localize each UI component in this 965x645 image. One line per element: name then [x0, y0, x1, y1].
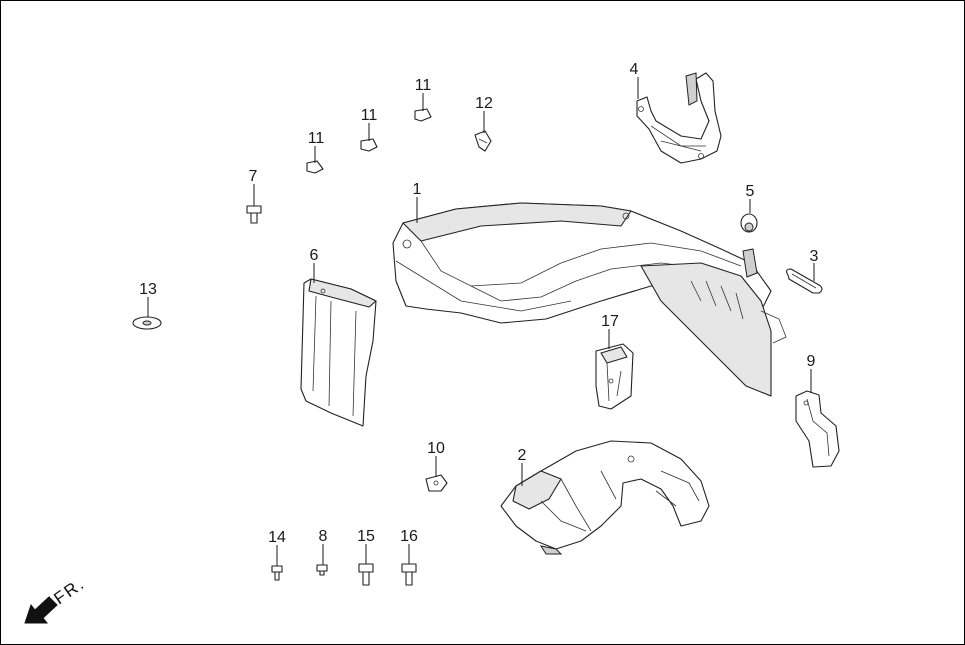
part-6-panel-plate[interactable] [300, 278, 377, 427]
part-9-bracket-piece[interactable] [795, 390, 840, 468]
callout-6: 6 [310, 247, 319, 264]
part-16-bolt[interactable] [401, 563, 417, 586]
part-2-rear-fender[interactable] [500, 440, 710, 555]
callout-7: 7 [249, 168, 258, 185]
callout-2: 2 [518, 447, 527, 464]
callout-8: 8 [319, 528, 328, 545]
part-8-bolt[interactable] [316, 564, 328, 576]
callout-11-a: 11 [308, 130, 325, 147]
callout-11-b: 11 [361, 107, 378, 124]
callout-12: 12 [475, 95, 493, 112]
callout-11-c: 11 [415, 77, 432, 94]
callout-10: 10 [427, 440, 445, 457]
callout-13: 13 [139, 281, 157, 298]
front-direction-label: FR. [50, 574, 88, 609]
callout-17: 17 [601, 313, 619, 330]
part-5-grommet[interactable] [740, 213, 758, 233]
part-17-bracket-block[interactable] [595, 343, 634, 410]
callout-3: 3 [810, 248, 819, 265]
callout-5: 5 [746, 183, 755, 200]
part-14-bolt[interactable] [271, 565, 283, 581]
callout-16: 16 [400, 528, 418, 545]
callout-1: 1 [413, 181, 422, 198]
front-arrow-icon [24, 596, 58, 624]
part-11-clip-b[interactable] [360, 138, 378, 152]
callout-4: 4 [630, 61, 639, 78]
front-direction-indicator: FR. [24, 574, 89, 624]
part-11-clip-c[interactable] [414, 108, 432, 122]
part-1-inner-body-panel[interactable] [392, 202, 787, 397]
part-3-rubber-band[interactable] [786, 268, 823, 294]
part-7-screw[interactable] [246, 205, 262, 224]
part-4-bracket[interactable] [636, 72, 722, 164]
callout-14: 14 [268, 529, 286, 546]
part-15-bolt[interactable] [358, 563, 374, 586]
part-12-clip[interactable] [474, 130, 492, 152]
part-13-washer[interactable] [132, 316, 162, 330]
callout-9: 9 [807, 353, 816, 370]
callout-15: 15 [357, 528, 375, 545]
part-10-clip-nut[interactable] [425, 474, 448, 492]
